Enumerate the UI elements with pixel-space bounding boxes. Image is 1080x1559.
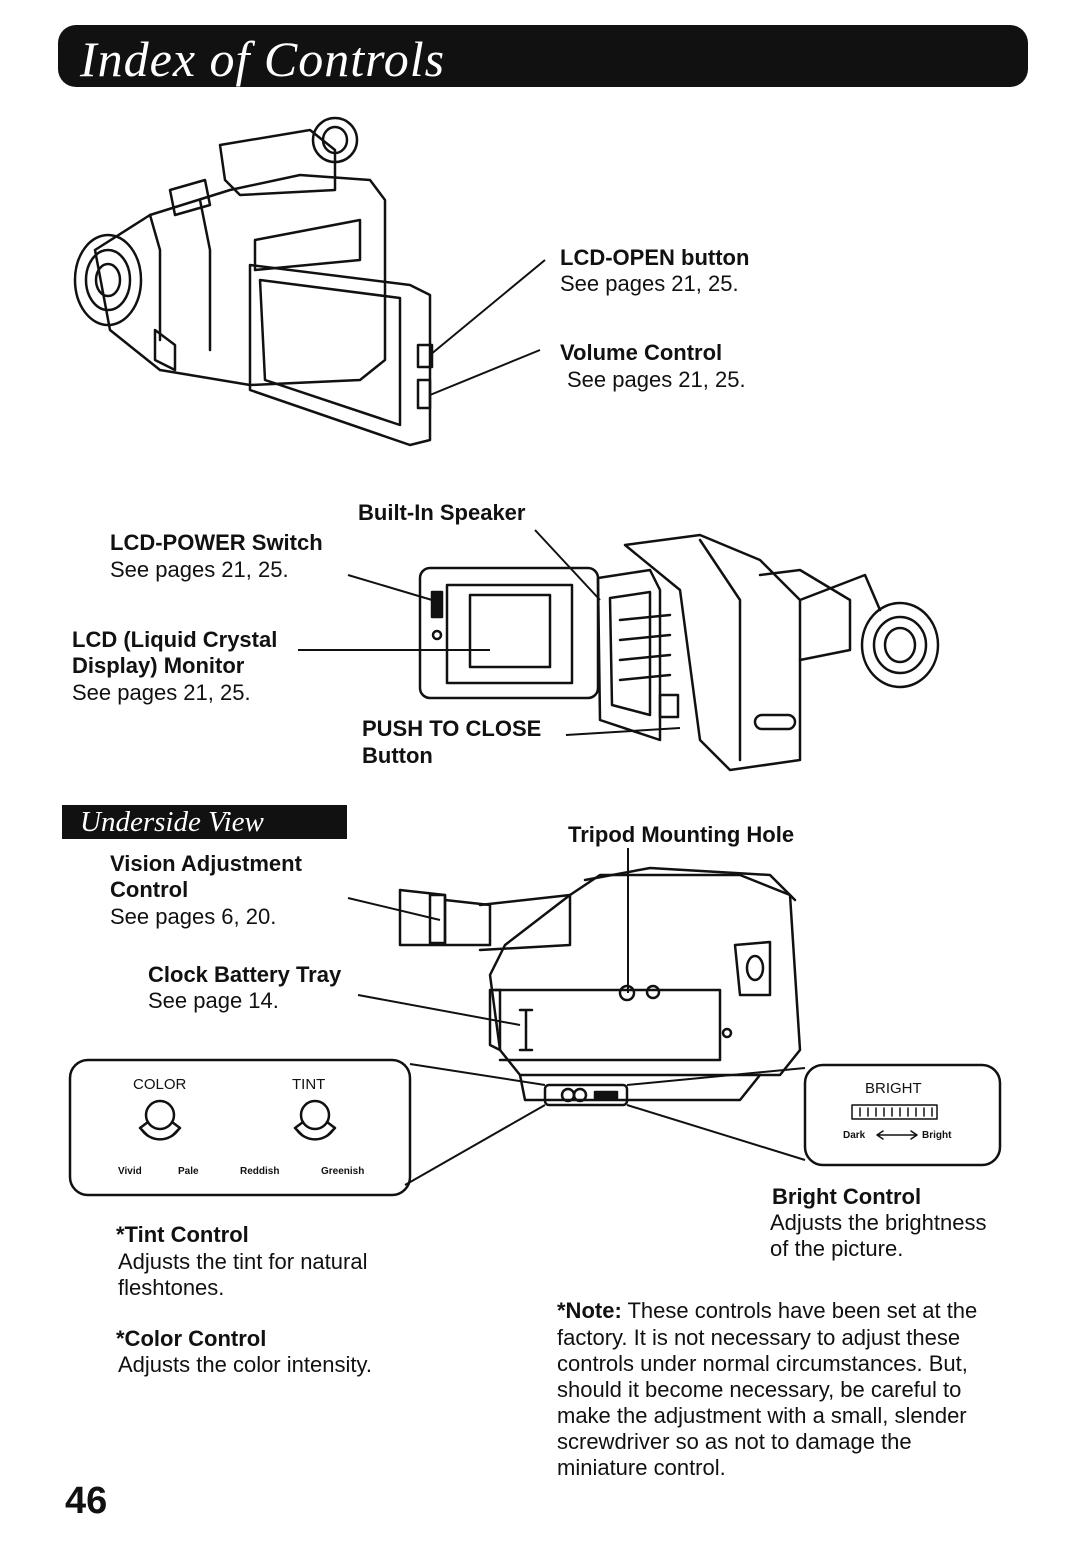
volume-label: Volume Control xyxy=(560,340,723,365)
header-banner xyxy=(58,25,1028,87)
tint-control-label: *Tint Control xyxy=(116,1222,249,1247)
push-close-label-1: PUSH TO CLOSE xyxy=(362,716,542,741)
greenish-label: Greenish xyxy=(321,1166,365,1177)
vision-label-2: Control xyxy=(110,877,189,902)
note-line-1: *Note: These controls have been set at t… xyxy=(557,1298,977,1324)
bright-panel-label: BRIGHT xyxy=(865,1080,922,1097)
note-line-7: miniature control. xyxy=(557,1455,726,1480)
clock-pages: See page 14. xyxy=(148,988,279,1013)
speaker-label: Built-In Speaker xyxy=(358,500,526,525)
bright-control-label: Bright Control xyxy=(772,1184,922,1209)
vision-label-1: Vision Adjustment xyxy=(110,851,302,876)
vivid-label: Vivid xyxy=(118,1166,142,1177)
dark-label: Dark xyxy=(843,1130,866,1141)
pale-label: Pale xyxy=(178,1166,199,1177)
color-panel-label: COLOR xyxy=(133,1076,187,1093)
lcd-monitor-label-1: LCD (Liquid Crystal xyxy=(72,627,278,652)
note-line-5: make the adjustment with a small, slende… xyxy=(557,1403,967,1428)
note-line-2: factory. It is not necessary to adjust t… xyxy=(557,1325,961,1350)
camcorder-underside-illustration xyxy=(398,866,802,1107)
lcd-power-label: LCD-POWER Switch xyxy=(110,530,323,555)
color-tint-panel xyxy=(68,1058,412,1197)
underside-banner xyxy=(62,805,347,839)
push-close-label-2: Button xyxy=(362,743,433,768)
note-label: *Note: xyxy=(557,1298,622,1323)
color-control-label: *Color Control xyxy=(116,1326,267,1351)
tint-control-desc-2: fleshtones. xyxy=(118,1275,225,1300)
note-text-1: These controls have been set at the xyxy=(621,1298,978,1323)
lcd-monitor-label-2: Display) Monitor xyxy=(72,653,245,678)
note-line-3: controls under normal circumstances. But… xyxy=(557,1351,968,1376)
bright-control-desc-2: of the picture. xyxy=(770,1236,904,1261)
bright-end-label: Bright xyxy=(922,1130,952,1141)
reddish-label: Reddish xyxy=(240,1166,280,1177)
lcd-open-pages: See pages 21, 25. xyxy=(560,271,739,296)
lcd-open-label: LCD-OPEN button xyxy=(560,245,750,270)
note-line-4: should it become necessary, be careful t… xyxy=(557,1377,962,1402)
page-title: Index of Controls xyxy=(80,31,446,87)
volume-pages: See pages 21, 25. xyxy=(567,367,746,392)
clock-label: Clock Battery Tray xyxy=(148,962,342,987)
leader-lines xyxy=(298,259,806,1186)
underside-title: Underside View xyxy=(80,806,264,838)
vision-pages: See pages 6, 20. xyxy=(110,904,277,929)
color-control-desc: Adjusts the color intensity. xyxy=(118,1352,372,1377)
lcd-power-pages: See pages 21, 25. xyxy=(110,557,289,582)
bright-control-desc-1: Adjusts the brightness xyxy=(770,1210,987,1235)
lcd-monitor-pages: See pages 21, 25. xyxy=(72,680,251,705)
tripod-label: Tripod Mounting Hole xyxy=(568,822,795,847)
bright-panel xyxy=(803,1063,1002,1167)
note-line-6: screwdriver so as not to damage the xyxy=(557,1429,912,1454)
camcorder-front-illustration xyxy=(73,116,434,447)
tint-control-desc-1: Adjusts the tint for natural xyxy=(118,1249,368,1274)
camcorder-open-lcd-illustration xyxy=(418,533,940,772)
page-number: 46 xyxy=(65,1480,108,1522)
tint-panel-label: TINT xyxy=(292,1076,326,1093)
